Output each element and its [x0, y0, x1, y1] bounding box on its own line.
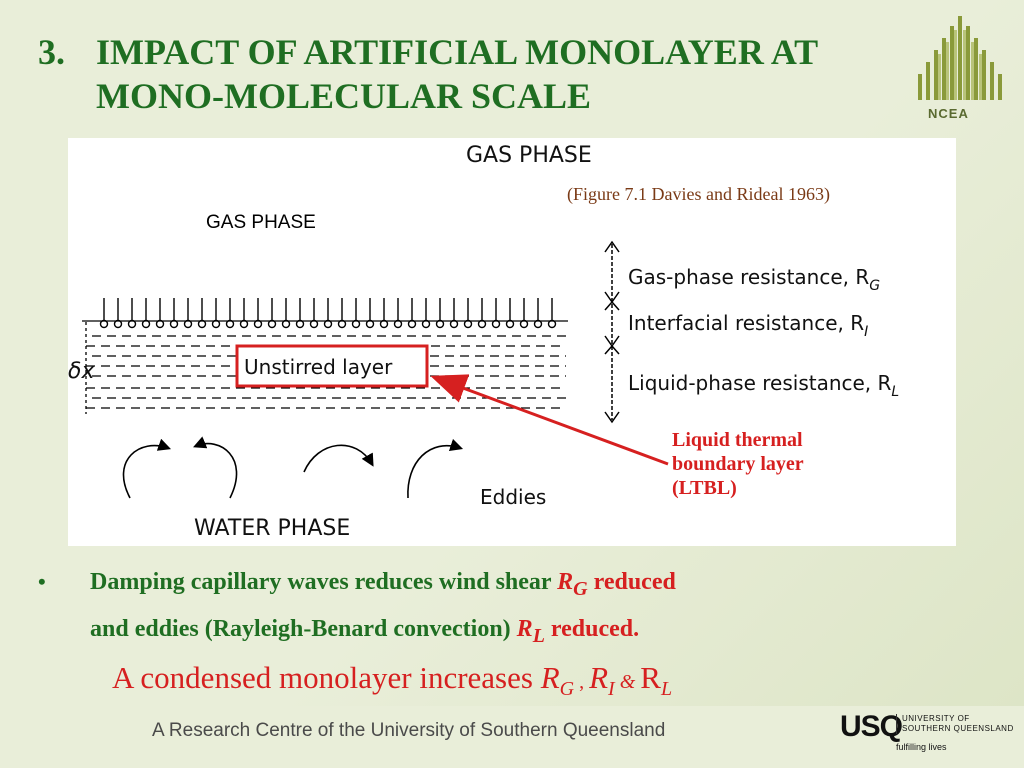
unstirred-layer-box	[235, 344, 429, 388]
usq-tagline: fulfilling lives	[896, 742, 947, 752]
delta-x-label: δx	[68, 359, 95, 384]
title-line-1: IMPACT OF ARTIFICIAL MONOLAYER AT	[96, 32, 819, 72]
water-phase-label: WATER PHASE	[194, 516, 350, 541]
rg-symbol: RG	[557, 569, 588, 600]
slide-number: 3.	[38, 32, 65, 72]
eddy-arrows	[122, 436, 464, 499]
footer	[0, 706, 1024, 768]
bullet-marker: •	[38, 569, 46, 594]
gas-phase-top-label: GAS PHASE	[466, 143, 592, 168]
gas-phase-label: GAS PHASE	[206, 212, 316, 233]
ltbl-annotation: Liquid thermal boundary layer (LTBL)	[672, 428, 872, 500]
gas-phase-resistance-label: Gas-phase resistance, RG	[628, 265, 880, 294]
bullet-text: Damping capillary waves reduces wind she…	[90, 569, 676, 647]
figure-caption: (Figure 7.1 Davies and Rideal 1963)	[567, 184, 830, 204]
monolayer-molecules	[99, 298, 557, 329]
ncea-tree-icon	[918, 16, 1002, 100]
eddies-label: Eddies	[480, 485, 546, 509]
unstirred-layer-label: Unstirred layer	[244, 355, 393, 379]
ltbl-line-2: boundary layer	[672, 453, 804, 475]
usq-logo-mark: USQ	[840, 710, 903, 743]
diagram-figure	[68, 138, 956, 546]
interfacial-resistance-label: Interfacial resistance, RI	[628, 311, 868, 340]
title-line-2: MONO-MOLECULAR SCALE	[96, 76, 592, 116]
ncea-logo-text: NCEA	[928, 106, 969, 121]
liquid-phase-resistance-label: Liquid-phase resistance, RL	[628, 371, 899, 400]
ltbl-line-3: (LTBL)	[672, 477, 737, 499]
resistance-scale	[604, 240, 620, 424]
slide-title: 3. IMPACT OF ARTIFICIAL MONOLAYER AT MON…	[38, 30, 898, 118]
conclusion-statement: A condensed monolayer increases RG , RI …	[112, 660, 673, 701]
bullet-point: • Damping capillary waves reduces wind s…	[30, 562, 930, 656]
ncea-logo: NCEA	[912, 12, 1012, 122]
rl-symbol: RL	[516, 615, 545, 647]
slide-title-text: IMPACT OF ARTIFICIAL MONOLAYER AT MONO-M…	[96, 30, 898, 118]
ltbl-line-1: Liquid thermal	[672, 429, 803, 451]
ltbl-pointer-arrow	[430, 374, 669, 466]
footer-text: A Research Centre of the University of S…	[152, 720, 666, 741]
